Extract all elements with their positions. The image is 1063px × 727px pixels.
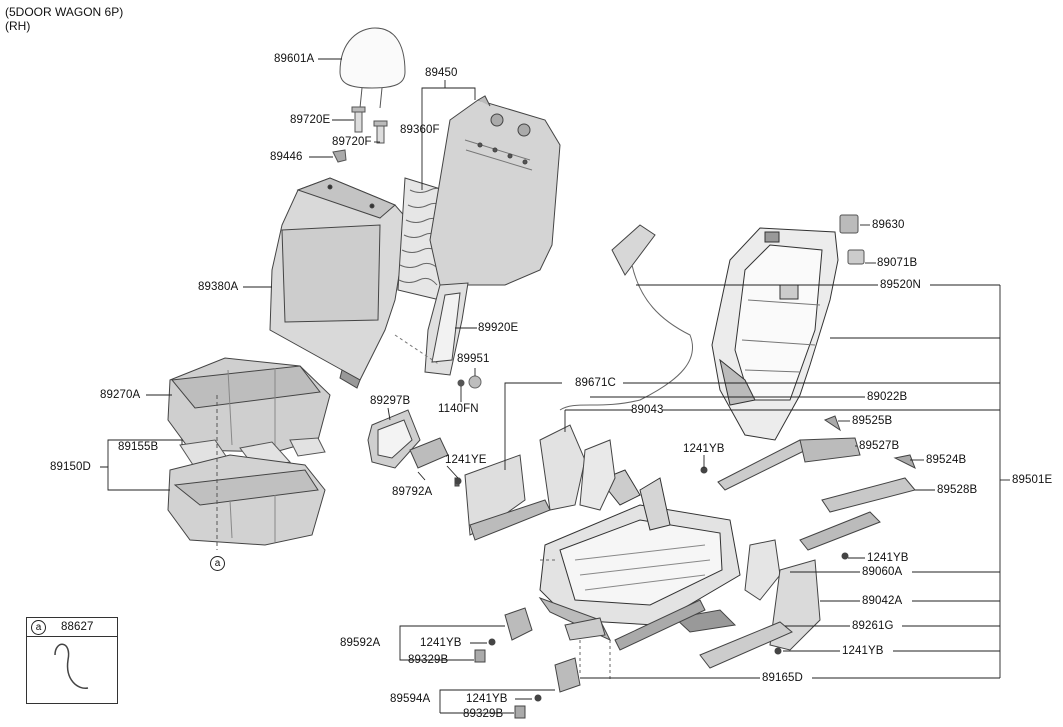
label-1140FN: 1140FN — [438, 403, 479, 415]
label-89630: 89630 — [872, 219, 905, 231]
knob-shape — [468, 375, 482, 389]
seat-frame — [711, 227, 839, 441]
dashed-guides — [540, 559, 611, 680]
label-89043: 89043 — [631, 404, 664, 416]
label-89528B: 89528B — [937, 484, 978, 496]
side-cover-shapes — [367, 409, 460, 487]
model-title: (5DOOR WAGON 6P) — [5, 5, 124, 19]
label-89920E: 89920E — [478, 322, 519, 334]
wire-clip-shape — [54, 643, 89, 689]
reference-marker: a — [210, 556, 225, 571]
side-trim — [424, 282, 469, 376]
label-89525B: 89525B — [852, 415, 893, 427]
side-title: (RH) — [5, 19, 31, 33]
label-1241YB-c: 1241YB — [842, 645, 884, 657]
legend-marker: a — [31, 620, 46, 635]
seat-foam — [167, 454, 326, 546]
nut-shape — [457, 379, 465, 387]
legend-divider — [27, 636, 117, 637]
lower-trim-shapes — [464, 424, 821, 651]
label-1241YB-b: 1241YB — [867, 552, 909, 564]
label-89520N: 89520N — [880, 279, 921, 291]
label-89329B-b: 89329B — [463, 708, 504, 720]
label-89792A: 89792A — [392, 486, 433, 498]
rail-shapes — [717, 415, 916, 551]
switch-shape — [839, 214, 859, 234]
airbag-shape — [559, 224, 693, 411]
label-1241YE: 1241YE — [445, 454, 487, 466]
headrest-shape — [339, 27, 406, 109]
label-89671C: 89671C — [575, 377, 616, 389]
seat-cover — [167, 357, 331, 453]
label-89720F: 89720F — [332, 136, 372, 148]
seatback-rear-panel — [429, 95, 561, 286]
label-1241YB-d: 1241YB — [420, 637, 462, 649]
bracket-shapes — [454, 466, 849, 719]
label-89261G: 89261G — [852, 620, 894, 632]
label-89060A: 89060A — [862, 566, 903, 578]
seatback-cushion — [269, 177, 409, 389]
bezel-shape — [847, 249, 865, 265]
legend-box: a 88627 — [26, 617, 118, 704]
guide-pins — [332, 106, 388, 163]
leader-lines — [100, 58, 1010, 714]
label-89450: 89450 — [425, 67, 458, 79]
label-89165D: 89165D — [762, 672, 803, 684]
label-1241YB-a: 1241YB — [683, 443, 725, 455]
label-89951: 89951 — [457, 353, 490, 365]
label-89022B: 89022B — [867, 391, 908, 403]
label-89601A: 89601A — [274, 53, 315, 65]
label-89594A: 89594A — [390, 693, 431, 705]
label-89592A: 89592A — [340, 637, 381, 649]
label-89527B: 89527B — [859, 440, 900, 452]
label-89297B: 89297B — [370, 395, 411, 407]
label-89446: 89446 — [270, 151, 303, 163]
legend-part-number: 88627 — [61, 621, 94, 633]
label-89720E: 89720E — [290, 114, 331, 126]
label-89329B-a: 89329B — [408, 654, 449, 666]
seat-base — [539, 469, 741, 626]
label-89501E: 89501E — [1012, 474, 1053, 486]
label-89380A: 89380A — [198, 281, 239, 293]
label-89524B: 89524B — [926, 454, 967, 466]
label-89150D: 89150D — [50, 461, 91, 473]
label-89042A: 89042A — [862, 595, 903, 607]
label-1241YB-e: 1241YB — [466, 693, 508, 705]
label-89071B: 89071B — [877, 257, 918, 269]
bottom-rail-shapes — [538, 596, 793, 669]
label-89360F: 89360F — [400, 124, 440, 136]
label-89270A: 89270A — [100, 389, 141, 401]
label-89155B: 89155B — [118, 441, 159, 453]
